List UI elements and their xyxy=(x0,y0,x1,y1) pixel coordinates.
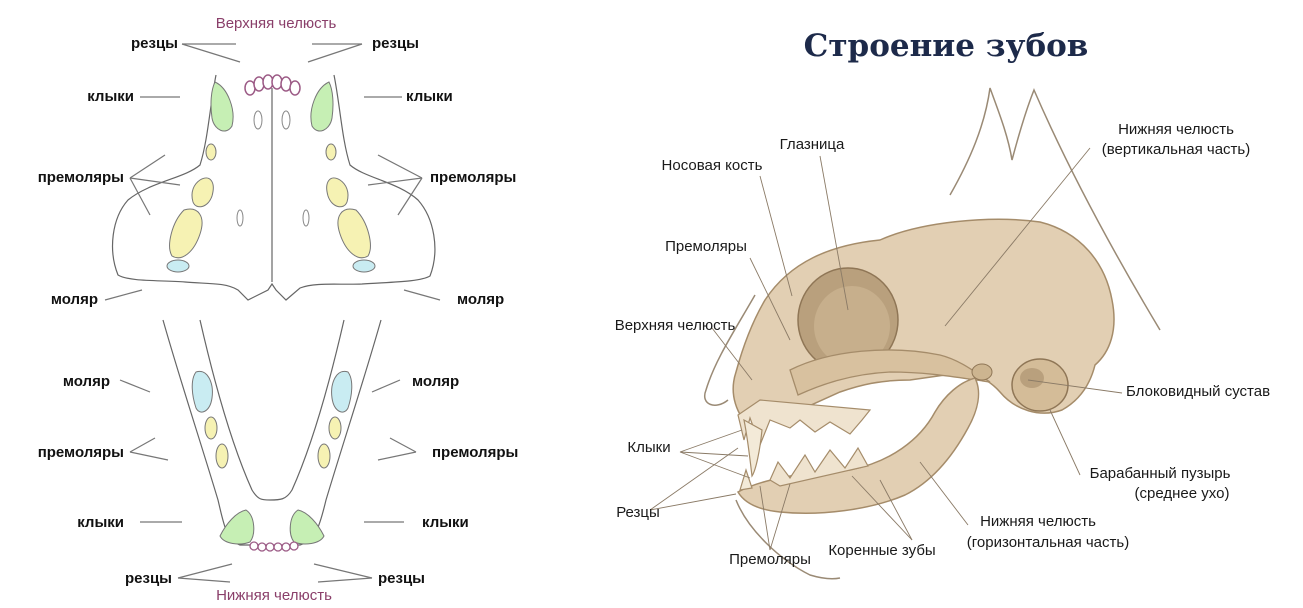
label-lower-premolars-left: премоляры xyxy=(38,444,124,461)
label-lower-incisors-left: резцы xyxy=(125,570,172,587)
label-lower-canines-left: клыки xyxy=(77,514,124,531)
label-lower-incisors-right: резцы xyxy=(378,570,425,587)
upper-premolar-right-2 xyxy=(327,178,348,207)
upper-premolar-right-1 xyxy=(326,144,336,160)
lower-jaw-title: Нижняя челюсть xyxy=(216,587,332,604)
label-tympanic-bulla-2: (среднее ухо) xyxy=(1135,485,1230,502)
trochlear-joint xyxy=(972,364,992,380)
label-lower-jaw-horizontal-2: (горизонтальная часть) xyxy=(967,534,1129,551)
upper-premolar-right-3 xyxy=(338,209,370,258)
label-trochlear-joint: Блоковидный сустав xyxy=(1126,383,1270,400)
label-upper-jaw: Верхняя челюсть xyxy=(615,317,736,334)
label-lower-jaw-horizontal-1: Нижняя челюсть xyxy=(980,513,1096,530)
lower-molar-left xyxy=(192,371,212,412)
upper-canine-right xyxy=(311,82,333,131)
lower-canine-left xyxy=(220,510,254,544)
upper-jaw-diagram: Верхняя челюсть xyxy=(38,15,517,308)
upper-premolar-left-1 xyxy=(206,144,216,160)
lower-premolar-right-2 xyxy=(318,444,330,468)
lower-incisors xyxy=(250,542,298,551)
label-orbit: Глазница xyxy=(780,136,845,153)
skull-diagram: Строение зубов xyxy=(615,28,1270,579)
lower-premolar-left-2 xyxy=(216,444,228,468)
label-upper-molar-right: моляр xyxy=(457,291,504,308)
label-nasal-bone: Носовая кость xyxy=(662,157,763,174)
skull-title: Строение зубов xyxy=(804,28,1089,64)
label-lower-jaw-vertical-2: (вертикальная часть) xyxy=(1102,141,1250,158)
label-incisors: Резцы xyxy=(616,504,660,521)
upper-molar-right xyxy=(353,260,375,272)
label-upper-molar-left: моляр xyxy=(51,291,98,308)
label-upper-premolars-right: премоляры xyxy=(430,169,516,186)
label-premolars-lower: Премоляры xyxy=(729,551,811,568)
label-lower-premolars-right: премоляры xyxy=(432,444,518,461)
label-upper-premolars-left: премоляры xyxy=(38,169,124,186)
upper-canine-left xyxy=(211,82,233,131)
label-canines: Клыки xyxy=(627,439,670,456)
lower-premolar-right-1 xyxy=(329,417,341,439)
label-lower-jaw-vertical-1: Нижняя челюсть xyxy=(1118,121,1234,138)
label-lower-canines-right: клыки xyxy=(422,514,469,531)
lower-molar-right xyxy=(332,371,352,412)
label-premolars-upper: Премоляры xyxy=(665,238,747,255)
label-upper-incisors-right: резцы xyxy=(372,35,419,52)
upper-premolar-left-2 xyxy=(192,178,213,207)
lower-premolar-left-1 xyxy=(205,417,217,439)
label-lower-molar-left: моляр xyxy=(63,373,110,390)
lower-canine-right xyxy=(290,510,324,544)
upper-jaw-title: Верхняя челюсть xyxy=(216,15,337,32)
label-lower-molar-right: моляр xyxy=(412,373,459,390)
lower-jaw-diagram: моляр моляр премоляры премоляры клыки кл… xyxy=(38,320,519,604)
label-molars: Коренные зубы xyxy=(828,542,935,559)
upper-molar-left xyxy=(167,260,189,272)
upper-jaw-outline xyxy=(113,75,435,300)
lower-jaw-outline xyxy=(163,320,381,545)
label-tympanic-bulla-1: Барабанный пузырь xyxy=(1090,465,1231,482)
label-upper-incisors-left: резцы xyxy=(131,35,178,52)
label-upper-canines-left: клыки xyxy=(87,88,134,105)
upper-premolar-left-3 xyxy=(170,209,202,258)
label-upper-canines-right: клыки xyxy=(406,88,453,105)
